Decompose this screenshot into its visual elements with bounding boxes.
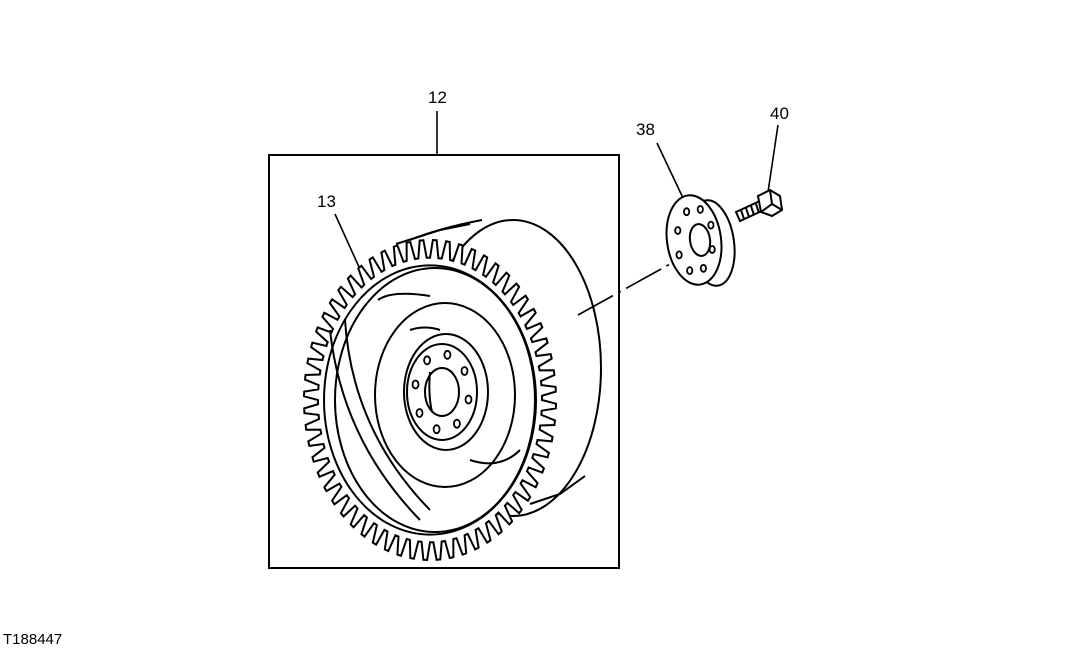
bolt-hole [415, 408, 424, 418]
bolt-hole [699, 263, 707, 273]
bolt-hole [443, 349, 452, 360]
drive-plate [665, 194, 736, 287]
bolt-hole [675, 250, 683, 260]
cap-screw [734, 188, 784, 223]
hub-bolt-holes [411, 349, 473, 435]
bolt-hole [411, 379, 420, 390]
bolt-hole [696, 204, 704, 214]
bolt-hole [460, 366, 469, 376]
bolt-hole [432, 424, 441, 435]
callout-12: 12 [428, 88, 447, 107]
figure-id: T188447 [3, 631, 63, 648]
flywheel-hub [406, 343, 478, 441]
bolt-hole [683, 207, 691, 217]
bolt-hole [464, 394, 473, 405]
flywheel-face [329, 267, 536, 533]
callout-38: 38 [636, 120, 655, 139]
callout-13: 13 [317, 192, 336, 211]
bolt-hole [423, 355, 432, 366]
drive-plate-bolt-holes [674, 204, 716, 276]
bolt-hole [674, 226, 682, 235]
bolt-hole [708, 245, 716, 254]
leader-line-40 [767, 124, 779, 193]
center-line [577, 252, 691, 316]
bolt-hole [707, 220, 715, 230]
callout-40: 40 [770, 104, 789, 123]
leader-line-38 [656, 142, 684, 199]
assembly-frame [268, 154, 620, 569]
bolt-hole [686, 266, 694, 276]
bolt-hole [452, 418, 461, 429]
